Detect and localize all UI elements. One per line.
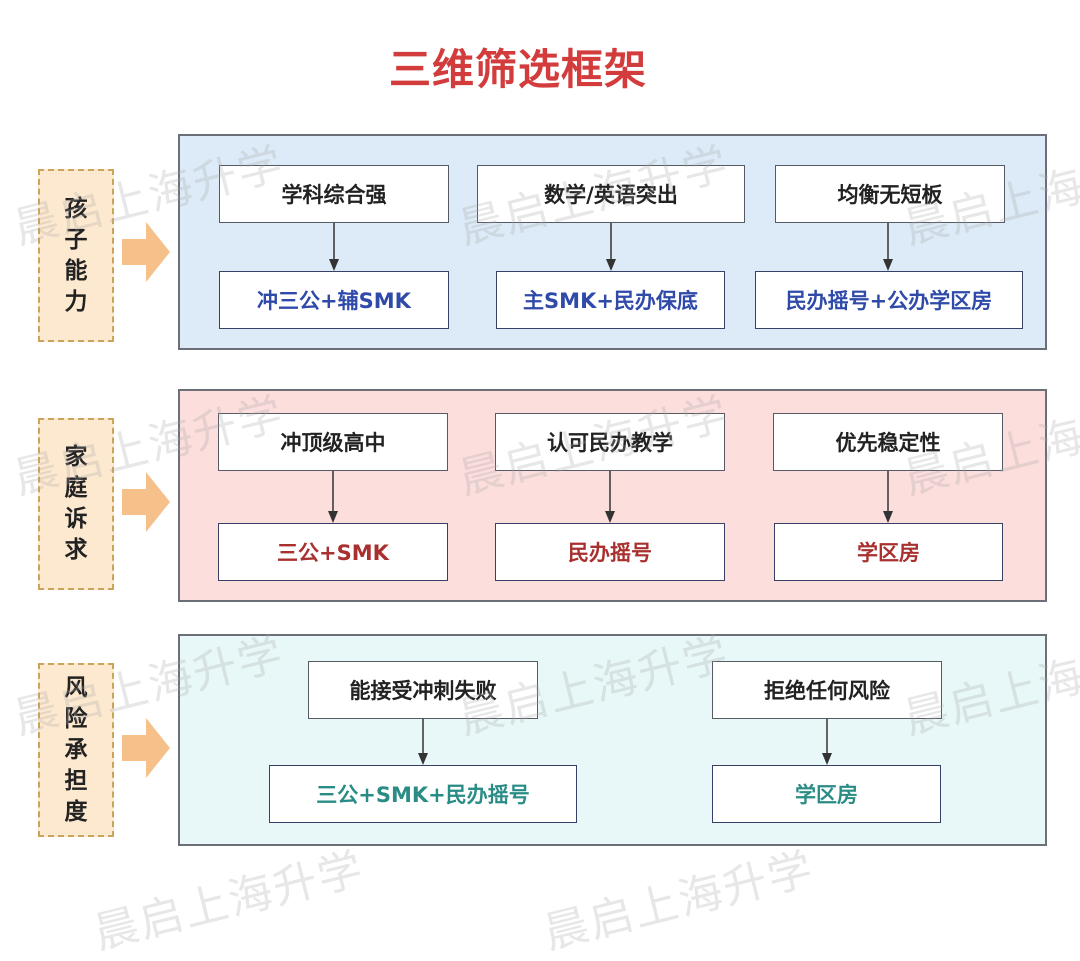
condition-box: 数学/英语突出 bbox=[477, 165, 745, 223]
label-char: 度 bbox=[64, 798, 88, 825]
down-arrow-connector bbox=[328, 471, 338, 523]
panel-risk-tolerance: 能接受冲刺失败 三公+SMK+民办摇号 拒绝任何风险 学区房 bbox=[178, 634, 1047, 846]
arrow-right-icon bbox=[122, 472, 170, 532]
label-char: 庭 bbox=[64, 475, 88, 501]
label-char: 担 bbox=[64, 767, 88, 794]
label-char: 家 bbox=[64, 444, 88, 470]
strategy-box: 三公+SMK bbox=[218, 523, 448, 581]
strategy-box: 民办摇号 bbox=[495, 523, 725, 581]
label-char: 求 bbox=[64, 537, 88, 563]
strategy-box: 主SMK+民办保底 bbox=[496, 271, 725, 329]
label-char: 力 bbox=[64, 288, 88, 315]
strategy-box: 学区房 bbox=[712, 765, 941, 823]
down-arrow-connector bbox=[606, 223, 616, 271]
label-char: 能 bbox=[64, 257, 88, 284]
watermark: 晨启上海升学 bbox=[89, 843, 370, 960]
down-arrow-connector bbox=[605, 471, 615, 523]
down-arrow-connector bbox=[418, 719, 428, 765]
down-arrow-connector bbox=[883, 223, 893, 271]
condition-box: 拒绝任何风险 bbox=[712, 661, 942, 719]
condition-box: 能接受冲刺失败 bbox=[308, 661, 538, 719]
condition-box: 优先稳定性 bbox=[773, 413, 1003, 471]
condition-box: 冲顶级高中 bbox=[218, 413, 448, 471]
dimension-label-family-goal: 家 庭 诉 求 bbox=[38, 418, 114, 590]
condition-box: 均衡无短板 bbox=[775, 165, 1005, 223]
diagram-title: 三维筛选框架 bbox=[388, 45, 647, 94]
down-arrow-connector bbox=[883, 471, 893, 523]
label-char: 风 bbox=[64, 674, 88, 701]
panel-family-goal: 冲顶级高中 三公+SMK 认可民办教学 民办摇号 优先稳定性 学区房 bbox=[178, 389, 1047, 602]
strategy-box: 学区房 bbox=[774, 523, 1003, 581]
label-char: 承 bbox=[64, 736, 88, 763]
label-char: 孩 bbox=[64, 195, 88, 222]
strategy-box: 冲三公+辅SMK bbox=[219, 271, 449, 329]
strategy-box: 三公+SMK+民办摇号 bbox=[269, 765, 577, 823]
label-char: 子 bbox=[64, 226, 88, 253]
condition-box: 认可民办教学 bbox=[495, 413, 725, 471]
strategy-box: 民办摇号+公办学区房 bbox=[755, 271, 1023, 329]
down-arrow-connector bbox=[329, 223, 339, 271]
down-arrow-connector bbox=[822, 719, 832, 765]
condition-box: 学科综合强 bbox=[219, 165, 449, 223]
dimension-label-risk-tolerance: 风 险 承 担 度 bbox=[38, 663, 114, 837]
arrow-right-icon bbox=[122, 718, 170, 778]
dimension-label-child-ability: 孩 子 能 力 bbox=[38, 169, 114, 342]
label-char: 险 bbox=[64, 705, 88, 732]
watermark: 晨启上海升学 bbox=[539, 843, 820, 960]
label-char: 诉 bbox=[64, 506, 88, 532]
arrow-right-icon bbox=[122, 222, 170, 282]
panel-child-ability: 学科综合强 冲三公+辅SMK 数学/英语突出 主SMK+民办保底 均衡无短板 民… bbox=[178, 134, 1047, 350]
